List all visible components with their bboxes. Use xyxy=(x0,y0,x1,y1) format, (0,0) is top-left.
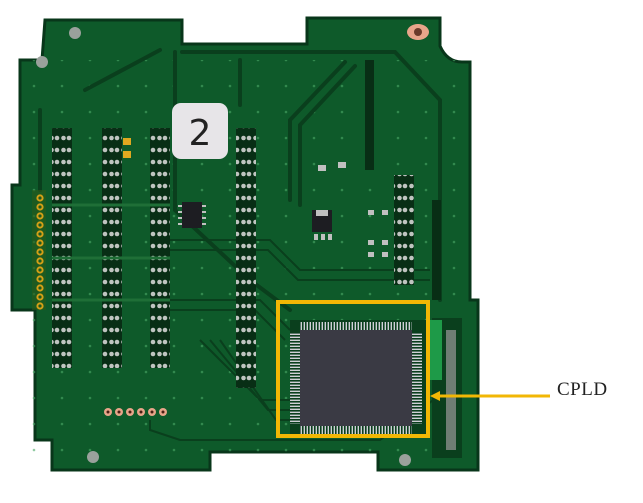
cpld-chip xyxy=(290,320,426,436)
board-number-sticker: 2 xyxy=(172,103,228,159)
cpld-label: CPLD xyxy=(557,379,608,400)
svg-text:2: 2 xyxy=(189,113,212,154)
edge-connector xyxy=(32,190,46,310)
pin-headers xyxy=(52,60,441,388)
cpld-highlight-box xyxy=(276,300,430,438)
